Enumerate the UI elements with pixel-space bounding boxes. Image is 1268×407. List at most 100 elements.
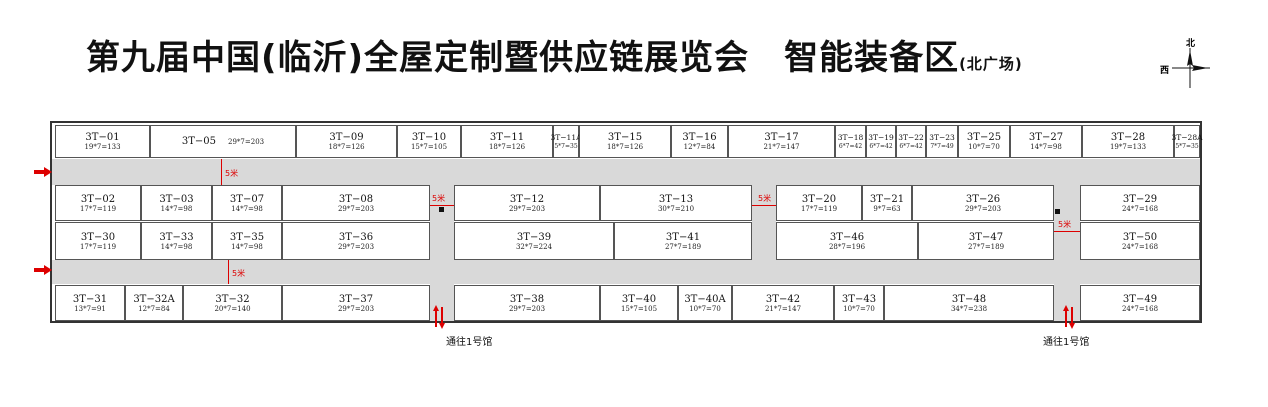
booth-id: 3T−07 (229, 193, 265, 205)
booth-id: 3T−39 (516, 231, 552, 243)
booth-size: 5*7=35 (554, 143, 578, 150)
booth-size: 29*7=203 (337, 204, 375, 213)
booth-size: 7*7=49 (930, 143, 954, 150)
booth-id: 3T−26 (965, 193, 1001, 205)
booth-id: 3T−09 (329, 132, 364, 143)
booth-id: 3T−31 (72, 293, 108, 305)
booth-id: 3T−21 (869, 193, 905, 205)
booth-id: 3T−36 (338, 231, 374, 243)
walkway-width-label: 5米 (232, 269, 246, 278)
entrance-arrow-icon (34, 265, 52, 275)
exit-arrows-icon[interactable] (432, 305, 446, 329)
booth-size: 29*7=203 (508, 304, 546, 313)
booth-id: 3T−42 (765, 293, 801, 305)
booth-size: 24*7=168 (1121, 204, 1159, 213)
booth-size: 14*7=98 (231, 242, 263, 251)
booth-size: 10*7=70 (968, 143, 1000, 151)
booth-size: 30*7=210 (657, 204, 695, 213)
booth-size: 14*7=98 (160, 242, 193, 251)
aisle-bottom (52, 260, 1200, 284)
booth-id: 3T−50 (1122, 231, 1158, 243)
booth-id: 3T−48 (951, 293, 987, 305)
walkway-width-line (221, 159, 222, 185)
booth-size: 14*7=98 (160, 204, 193, 213)
booth-size: 17*7=119 (79, 242, 117, 251)
exit-arrows-icon[interactable] (1062, 305, 1076, 329)
booth-id: 3T−28 (1110, 132, 1146, 143)
walkway-width-line (752, 205, 776, 206)
booth-id: 3T−43 (841, 293, 877, 305)
walkway-width-line (228, 260, 229, 284)
booth-size: 5*7=35 (1175, 143, 1199, 150)
booth-id: 3T−28A (1171, 133, 1203, 142)
booth-size: 27*7=189 (664, 242, 702, 251)
booth-id: 3T−12 (509, 193, 545, 205)
walkway-width-label: 5米 (432, 194, 446, 203)
exit-label: 通往1号馆 (446, 337, 493, 348)
booth-id: 3T−25 (966, 132, 1002, 143)
booth-id: 3T−18 (837, 133, 864, 142)
booth-size: 32*7=224 (515, 242, 553, 251)
booth-id: 3T−37 (338, 293, 374, 305)
walkway-width-label: 5米 (758, 194, 772, 203)
booth-size: 17*7=119 (800, 204, 838, 213)
booth-size: 19*7=133 (1109, 143, 1147, 151)
booth-size: 18*7=126 (606, 143, 644, 151)
booth-id: 3T−29 (1122, 193, 1158, 205)
booth-id: 3T−32 (215, 293, 250, 305)
entrance-arrow-icon (34, 167, 52, 177)
compass-north-label: 北 (1186, 39, 1196, 49)
booth-id: 3T−32A (133, 293, 175, 305)
walkway-width-line (430, 205, 454, 206)
booth-id: 3T−13 (658, 193, 694, 205)
booth-id: 3T−05 (181, 136, 217, 147)
